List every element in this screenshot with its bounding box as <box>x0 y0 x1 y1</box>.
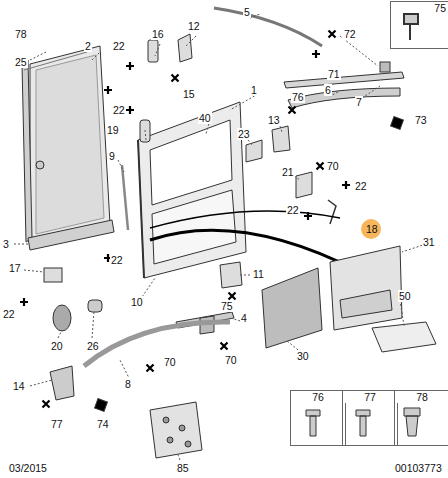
callout-number: 15 <box>182 88 196 100</box>
callout-number: 14 <box>12 380 26 392</box>
callout-number: 70 <box>326 160 340 172</box>
callout-number: 1 <box>250 84 258 96</box>
callout-number: 20 <box>50 340 64 352</box>
callout-number: 78 <box>395 391 448 403</box>
callout-number: 22 <box>112 40 126 52</box>
parts-box: 77 <box>342 390 398 446</box>
callout-number: 13 <box>267 114 281 126</box>
callout-number: 31 <box>422 236 436 248</box>
callout-number: 17 <box>8 262 22 274</box>
callout-number: 30 <box>296 350 310 362</box>
callout-number: 78 <box>14 28 28 40</box>
callout-number: 75 <box>391 2 448 14</box>
callout-number: 4 <box>240 312 248 324</box>
callout-number: 50 <box>398 290 412 302</box>
callout-number: 72 <box>343 28 357 40</box>
callout-number: 2 <box>84 40 92 52</box>
callout-number: 16 <box>151 28 165 40</box>
callout-number: 25 <box>14 56 28 68</box>
callout-number: 23 <box>237 128 251 140</box>
drawing-note: 03/2015 <box>8 462 48 474</box>
callout-number: 75 <box>220 300 234 312</box>
callout-number: 8 <box>124 378 132 390</box>
callout-number: 5 <box>243 6 251 18</box>
callout-number: 22 <box>286 204 300 216</box>
callout-number: 74 <box>96 418 110 430</box>
parts-box: 76 <box>290 390 346 446</box>
parts-box: 75 <box>390 1 448 49</box>
callout-number: 10 <box>130 296 144 308</box>
callout-number: 6 <box>324 84 332 96</box>
callout-number: 70 <box>163 356 177 368</box>
callout-number: 11 <box>252 268 265 280</box>
callout-number: 70 <box>224 354 238 366</box>
callout-number: 22 <box>110 254 124 266</box>
callout-number: 77 <box>50 418 64 430</box>
callout-number: 71 <box>327 68 341 80</box>
callout-number: 21 <box>281 166 295 178</box>
callout-number: 76 <box>291 391 345 403</box>
callout-number: 73 <box>414 114 428 126</box>
callout-number: 22 <box>112 104 126 116</box>
callout-number: 3 <box>2 238 10 250</box>
callout-number: 7 <box>355 96 363 108</box>
parts-box: 78 <box>394 390 448 446</box>
callout-number: 19 <box>106 124 120 136</box>
callout-number: 9 <box>108 150 116 162</box>
callout-number: 18 <box>365 223 379 235</box>
callout-number: 26 <box>86 340 100 352</box>
callout-number: 40 <box>198 112 212 124</box>
callout-number: 85 <box>176 462 190 474</box>
callout-number: 22 <box>354 180 368 192</box>
callout-number: 22 <box>2 308 16 320</box>
callout-number: 77 <box>343 391 397 403</box>
callout-number: 12 <box>187 20 201 32</box>
drawing-note: 00103773 <box>394 462 443 474</box>
callout-number: 76 <box>291 91 305 103</box>
